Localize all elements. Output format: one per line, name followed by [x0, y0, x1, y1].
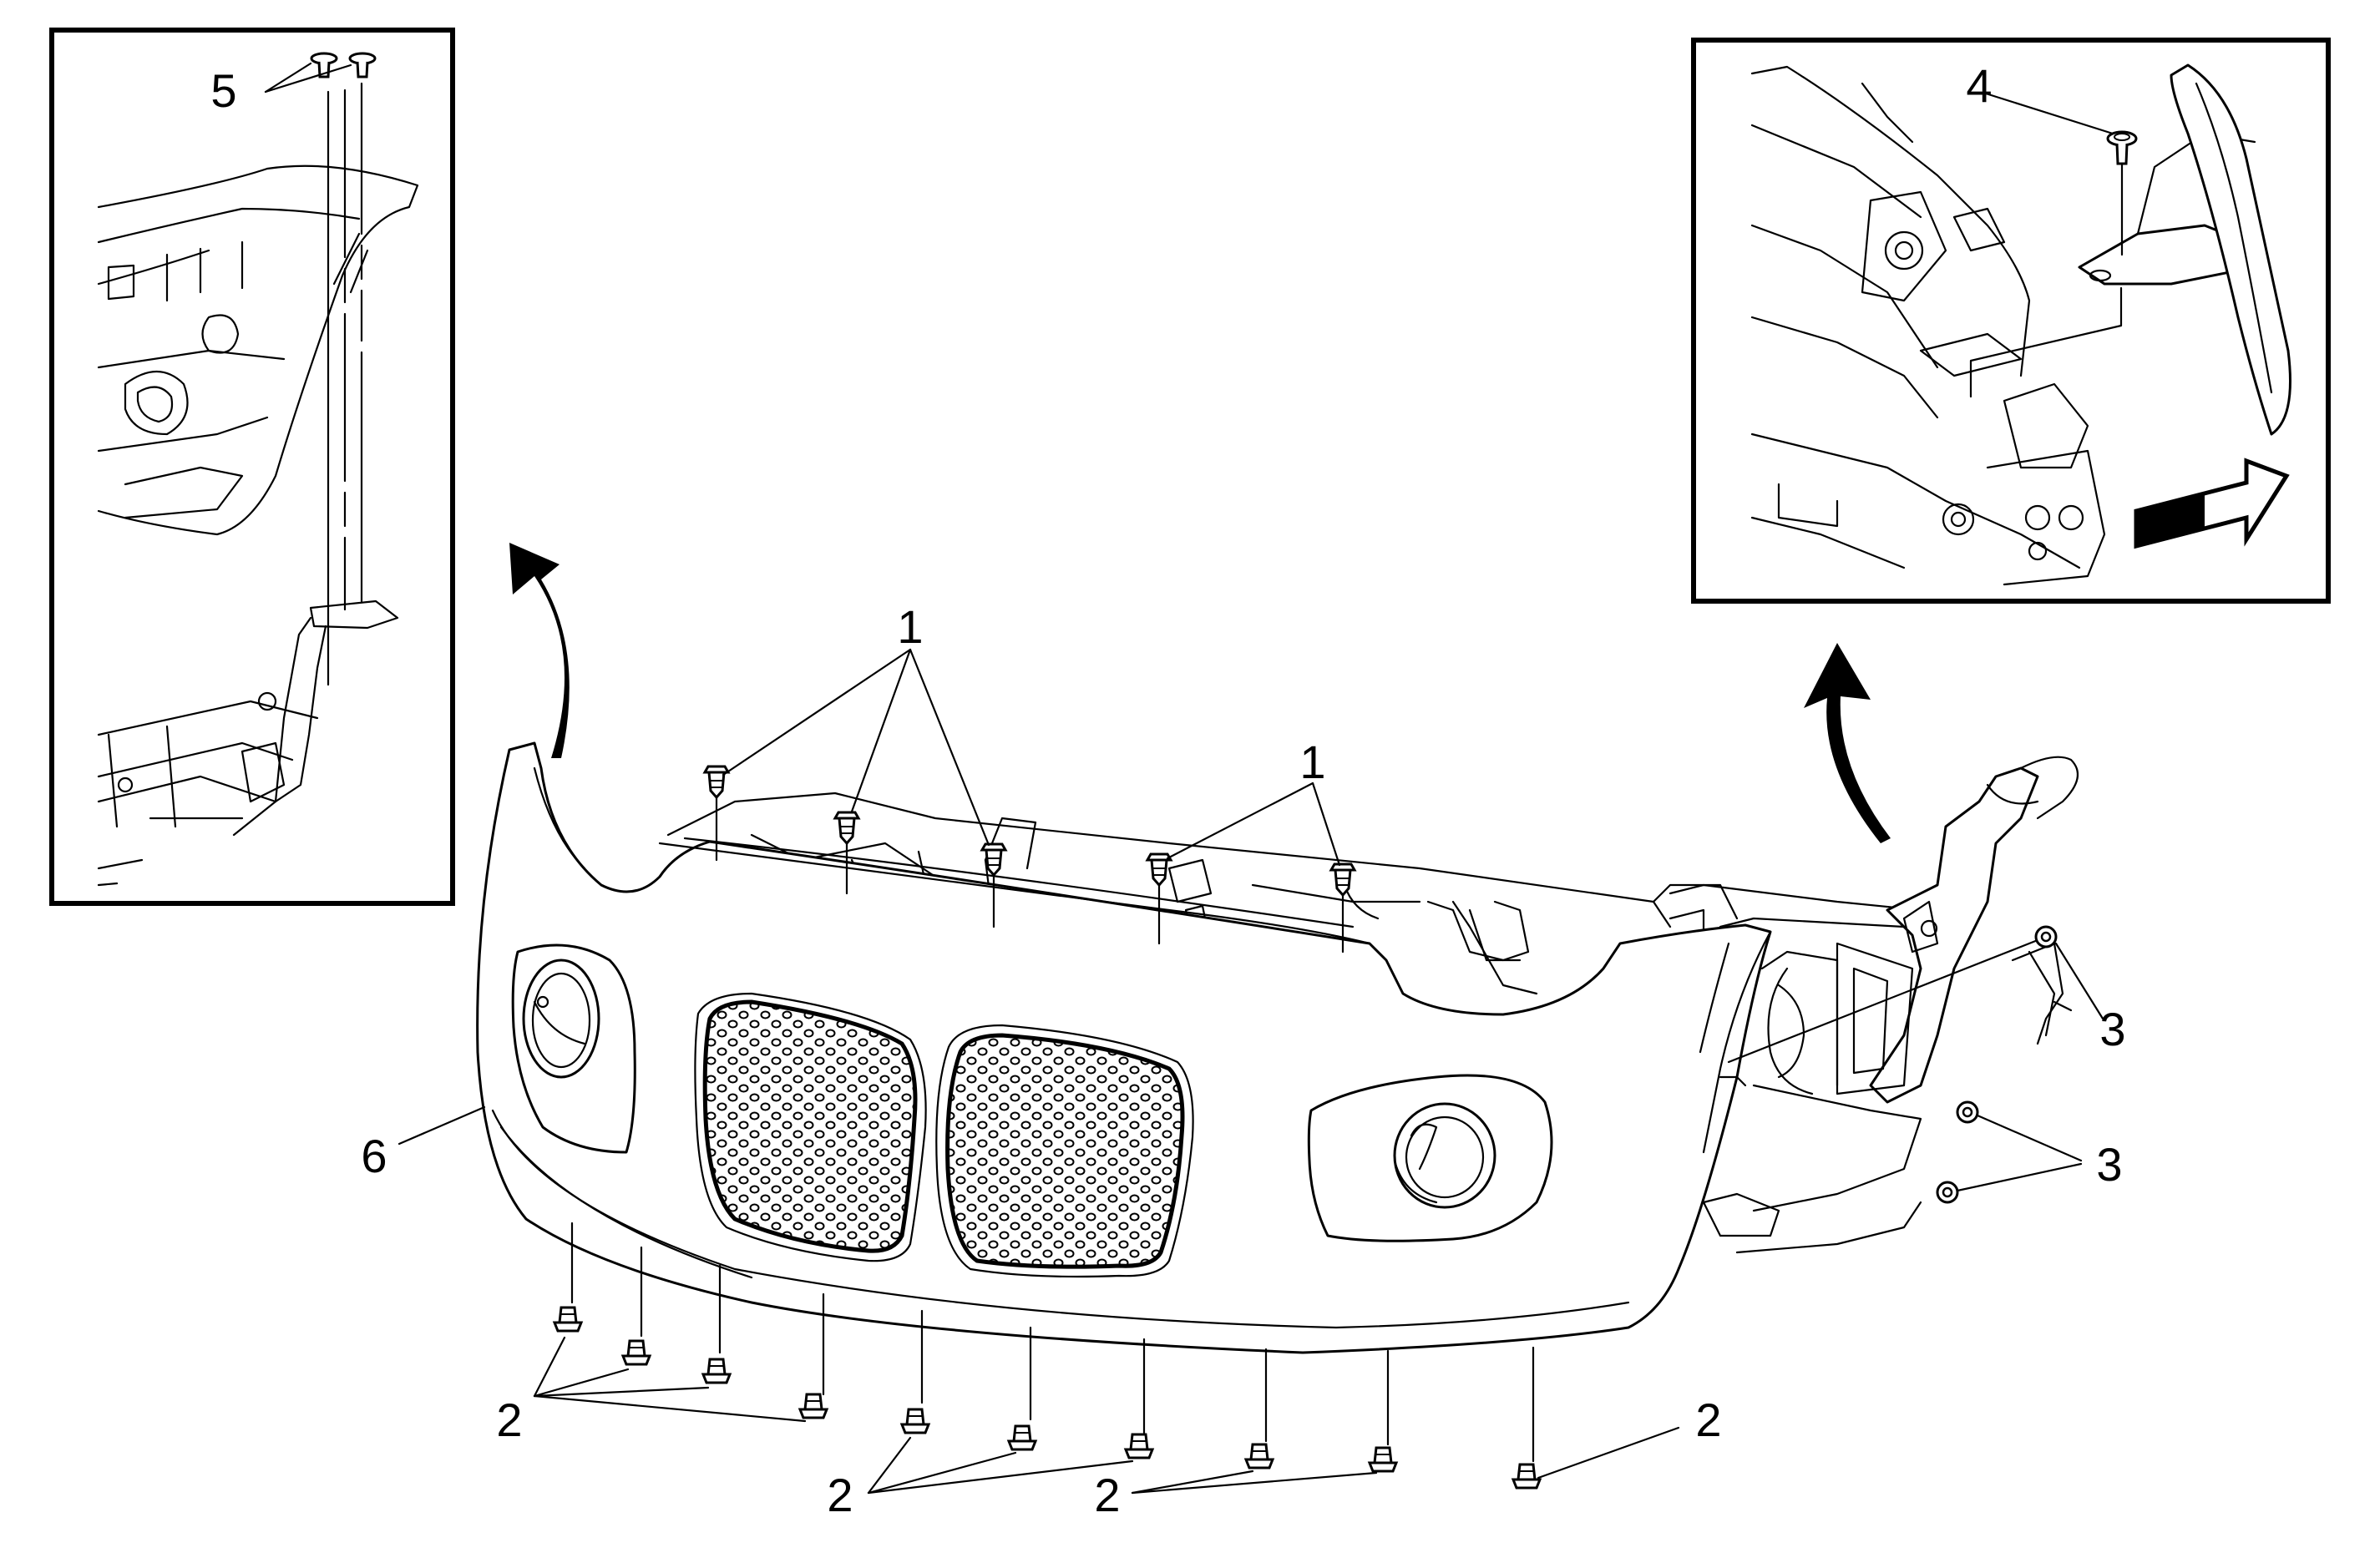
callout-2-d: 2	[1695, 1394, 1721, 1446]
curved-arrow-up-icon	[509, 543, 570, 758]
callout-3-upper: 3	[2099, 1003, 2125, 1055]
callout-4: 4	[1966, 59, 1992, 112]
front-fascia-assembly	[476, 741, 2079, 1354]
callout-2-a: 2	[496, 1394, 522, 1446]
callout-1-left: 1	[897, 600, 923, 653]
upper-push-pin-fasteners: 1 1	[703, 600, 1356, 954]
lower-clip-fasteners: 2 2 2 2	[496, 1222, 1722, 1521]
callout-2-c: 2	[1094, 1469, 1120, 1521]
callout-2-b: 2	[827, 1469, 853, 1521]
right-detail-inset: 4	[1691, 38, 2331, 604]
callout-3-lower: 3	[2096, 1138, 2122, 1191]
left-detail-inset: 5	[49, 28, 455, 906]
nut-fasteners: 3 3	[1727, 925, 2126, 1204]
curved-arrow-up-icon	[1804, 643, 1891, 843]
callout-5: 5	[210, 64, 236, 117]
callout-1-right: 1	[1299, 736, 1325, 788]
callout-6: 6	[361, 1130, 387, 1182]
